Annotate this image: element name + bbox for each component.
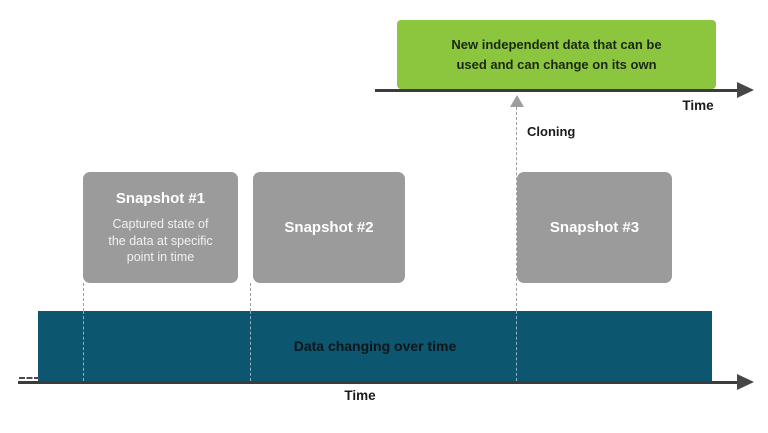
snapshot-1-box: Snapshot #1 Captured state of the data a… <box>83 172 238 283</box>
cloning-dashed-line-upper <box>516 107 517 311</box>
snapshot-1-dashed-line-lower <box>83 311 84 381</box>
bottom-axis-dashed-stub <box>19 377 40 379</box>
top-time-axis <box>375 89 737 92</box>
top-time-label: Time <box>682 98 714 113</box>
snapshot-2-title: Snapshot #2 <box>284 219 374 236</box>
snapshot-1-dashed-line-upper <box>83 283 84 311</box>
snapshot-1-description: Captured state of the data at specific p… <box>108 217 213 264</box>
bottom-time-axis <box>18 381 737 384</box>
data-changing-bar: Data changing over time <box>38 311 712 381</box>
bottom-axis-arrowhead-icon <box>737 374 754 390</box>
clone-data-box: New independent data that can be used an… <box>397 20 716 89</box>
snapshot-3-title: Snapshot #3 <box>549 219 640 236</box>
snapshot-1-title: Snapshot #1 <box>115 190 206 207</box>
snapshot-2-dashed-line-lower <box>250 311 251 381</box>
bottom-time-label: Time <box>344 388 376 403</box>
data-changing-bar-label: Data changing over time <box>293 338 457 354</box>
cloning-arrowhead-icon <box>510 95 524 107</box>
top-axis-arrowhead-icon <box>737 82 754 98</box>
clone-data-box-text: New independent data that can be used an… <box>451 37 662 72</box>
cloning-label: Cloning <box>527 124 576 139</box>
cloning-dashed-line-lower <box>516 311 517 381</box>
snapshot-3-box: Snapshot #3 <box>517 172 672 283</box>
snapshot-2-box: Snapshot #2 <box>253 172 405 283</box>
snapshot-2-dashed-line-upper <box>250 283 251 311</box>
